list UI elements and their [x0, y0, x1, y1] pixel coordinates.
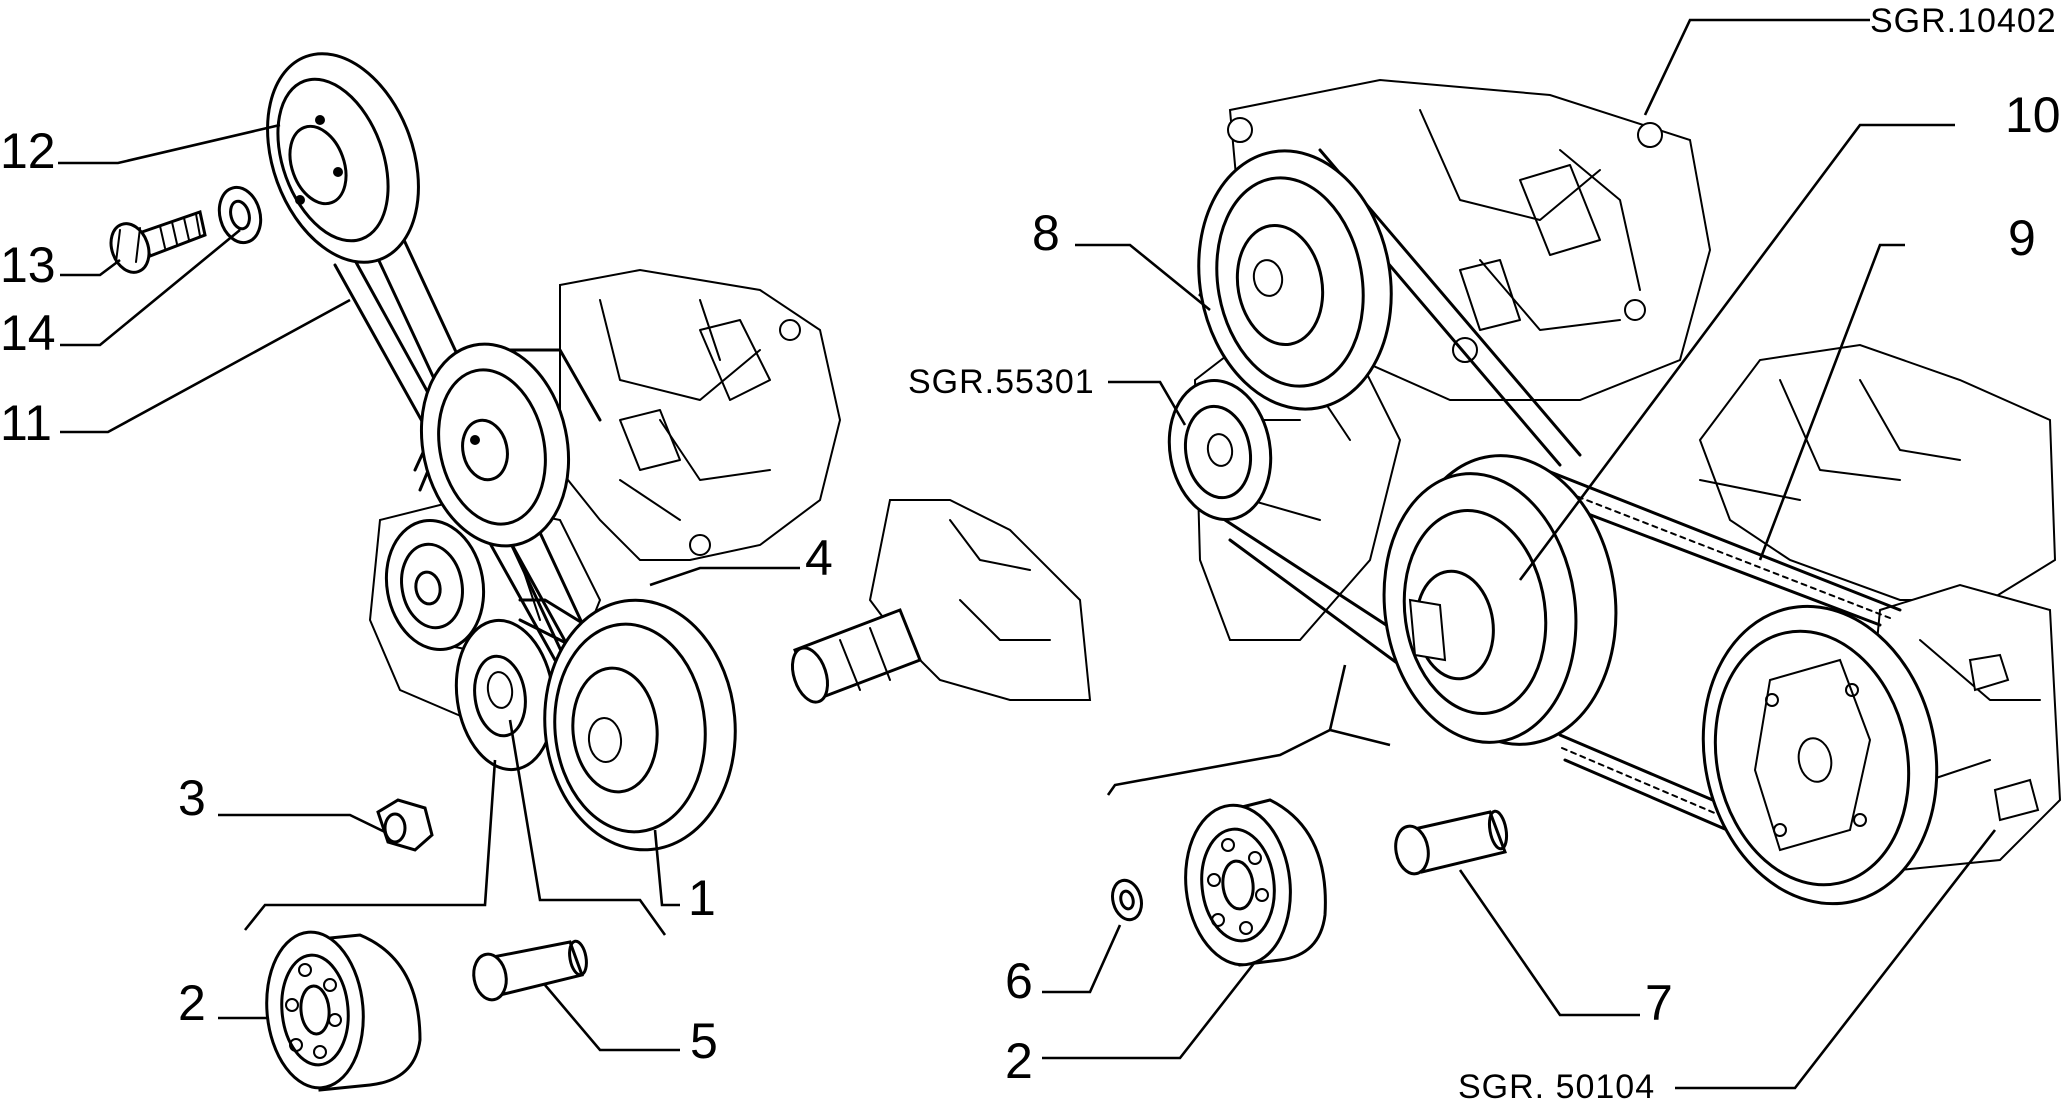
- left-group-bracket-b: [508, 719, 667, 936]
- ref-sgr-50104: SGR. 50104: [1458, 1068, 1655, 1101]
- bearing-2-right: [1184, 798, 1327, 967]
- alternator-pulley-left: [384, 518, 486, 652]
- callout-9: 9: [2008, 210, 2036, 266]
- left-group-bracket: [243, 759, 497, 931]
- callout-7: 7: [1645, 975, 1673, 1031]
- left-leaders: [58, 123, 800, 1052]
- callout-13: 13: [0, 237, 56, 293]
- stud-5: [472, 939, 588, 1002]
- right-leaders: [1042, 18, 1997, 1090]
- ref-sgr-55301: SGR.55301: [908, 363, 1095, 401]
- stud-7: [1394, 809, 1509, 876]
- crank-pulley-right: [1382, 454, 1618, 746]
- pulley-engine-left: [419, 342, 571, 548]
- alternator-pulley-right: [1167, 379, 1273, 521]
- washer-6: [1111, 878, 1143, 922]
- washer-14: [217, 185, 263, 245]
- cam-pulley-right: [1701, 604, 1939, 906]
- callout-10: 10: [2005, 87, 2061, 143]
- pulley-12: [266, 52, 420, 264]
- ref-sgr-10402: SGR.10402: [1870, 2, 2057, 40]
- callout-2-left: 2: [178, 975, 206, 1031]
- callout-12: 12: [0, 123, 56, 179]
- left-assembly: 12 13 14 11 4 3 1 2 5: [0, 52, 1092, 1092]
- callout-1: 1: [688, 870, 716, 926]
- left-engine-housing: [559, 268, 842, 561]
- callout-11: 11: [0, 395, 52, 451]
- callout-8: 8: [1032, 205, 1060, 261]
- right-assembly: SGR.10402 SGR.55301 SGR. 50104 10 8 9 6 …: [908, 2, 2062, 1101]
- bolt-13: [109, 210, 207, 274]
- callout-5: 5: [690, 1013, 718, 1069]
- callout-2-right: 2: [1005, 1033, 1033, 1089]
- tensioner-pulley-left: [454, 618, 556, 772]
- right-group-bracket: [1106, 728, 1391, 796]
- callout-14: 14: [0, 305, 56, 361]
- right-group-bracket-b: [1328, 664, 1347, 731]
- crankshaft-stub: [790, 499, 1092, 704]
- nut-3: [376, 798, 434, 852]
- callout-3: 3: [178, 770, 206, 826]
- pulley-top-right: [1197, 149, 1393, 411]
- callout-4: 4: [805, 530, 833, 586]
- pulley-1: [543, 598, 737, 852]
- callout-6: 6: [1005, 953, 1033, 1009]
- bearing-2-left: [265, 930, 422, 1092]
